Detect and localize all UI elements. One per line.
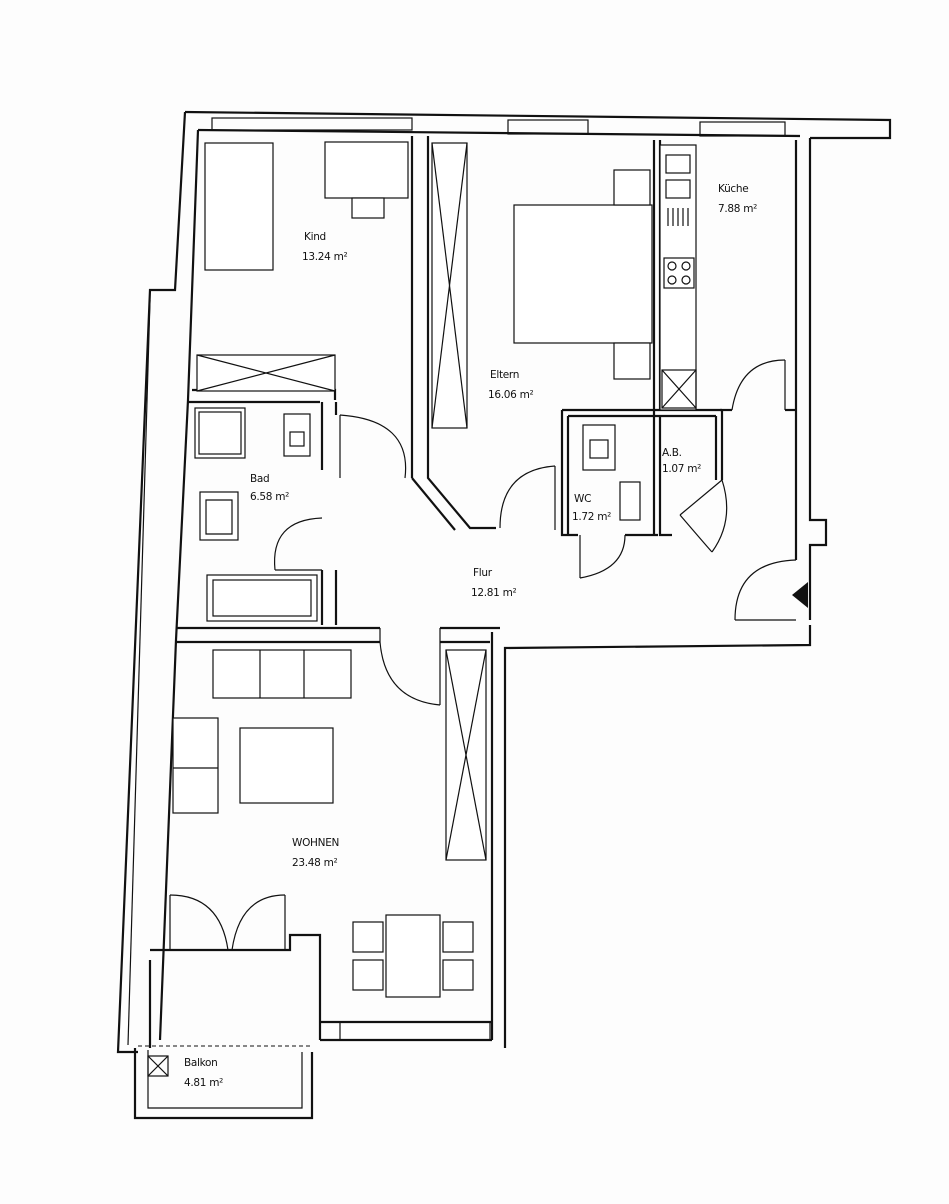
room-label-kind: Kind bbox=[304, 231, 326, 243]
wc-sink bbox=[582, 424, 616, 471]
eltern-nightstand-2 bbox=[613, 342, 651, 380]
room-label-bad: Bad bbox=[250, 473, 269, 485]
eltern-nightstand-1 bbox=[613, 169, 651, 206]
inner-walls bbox=[176, 136, 796, 644]
kind-desk bbox=[324, 141, 409, 199]
kind-chair bbox=[351, 197, 385, 219]
room-area-balkon: 4.81 m² bbox=[184, 1077, 223, 1089]
kueche-furniture bbox=[659, 144, 697, 411]
room-label-wohnen: WOHNEN bbox=[292, 837, 339, 849]
bad-bathtub bbox=[206, 574, 318, 622]
room-label-balkon: Balkon bbox=[184, 1057, 218, 1069]
room-area-flur: 12.81 m² bbox=[471, 587, 517, 599]
doors bbox=[169, 359, 797, 951]
kind-bed bbox=[204, 142, 274, 271]
wohnen-dining-table bbox=[385, 914, 441, 998]
room-area-kind: 13.24 m² bbox=[302, 251, 348, 263]
room-label-ab: A.B. bbox=[662, 447, 682, 459]
room-label-wc: WC bbox=[574, 493, 591, 505]
room-label-flur: Flur bbox=[473, 567, 493, 579]
bad-toilet bbox=[283, 413, 311, 457]
wohnen-sofa bbox=[212, 649, 352, 699]
bad-shower bbox=[194, 407, 246, 459]
top-windows bbox=[211, 117, 786, 137]
wc-furniture bbox=[582, 424, 641, 521]
balcony bbox=[133, 933, 322, 1120]
room-area-eltern: 16.06 m² bbox=[488, 389, 534, 401]
kind-furniture bbox=[196, 141, 409, 392]
room-label-eltern: Eltern bbox=[490, 369, 519, 381]
room-area-bad: 6.58 m² bbox=[250, 491, 289, 503]
room-area-wc: 1.72 m² bbox=[572, 511, 611, 523]
wc-toilet bbox=[619, 481, 641, 521]
eltern-bed bbox=[513, 204, 653, 344]
room-label-kueche: Küche bbox=[718, 183, 748, 195]
room-area-kueche: 7.88 m² bbox=[718, 203, 757, 215]
wohnen-coffee-table bbox=[239, 727, 334, 804]
wohnen-furniture bbox=[172, 649, 491, 1041]
eltern-furniture bbox=[431, 142, 653, 429]
room-area-ab: 1.07 m² bbox=[662, 463, 701, 475]
wohnen-armchairs bbox=[172, 717, 219, 814]
room-area-wohnen: 23.48 m² bbox=[292, 857, 338, 869]
entrance-arrow-icon bbox=[792, 582, 808, 608]
bad-furniture bbox=[194, 407, 318, 622]
